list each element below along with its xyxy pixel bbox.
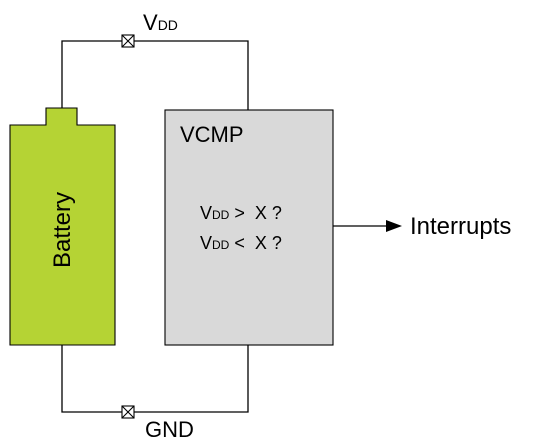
comparator-title: VCMP [180,122,244,147]
battery-body [9,107,116,346]
supply-switch-icon [121,34,135,48]
supply-label: VDD [143,10,178,35]
battery: Battery [9,107,116,346]
condition-below: VDD < X ? [200,233,282,253]
ground-wire [61,345,249,413]
comparator-box [164,109,334,346]
ground-switch-icon [121,405,135,419]
output-label: Interrupts [410,213,511,240]
condition-above: VDD > X ? [200,203,282,223]
supply-wire [61,40,249,110]
comparator-block: VCMP VDD > X ? VDD < X ? [164,109,334,346]
arrow-right-icon [333,220,402,232]
ground-label: GND [145,417,194,441]
battery-label: Battery [49,192,76,268]
